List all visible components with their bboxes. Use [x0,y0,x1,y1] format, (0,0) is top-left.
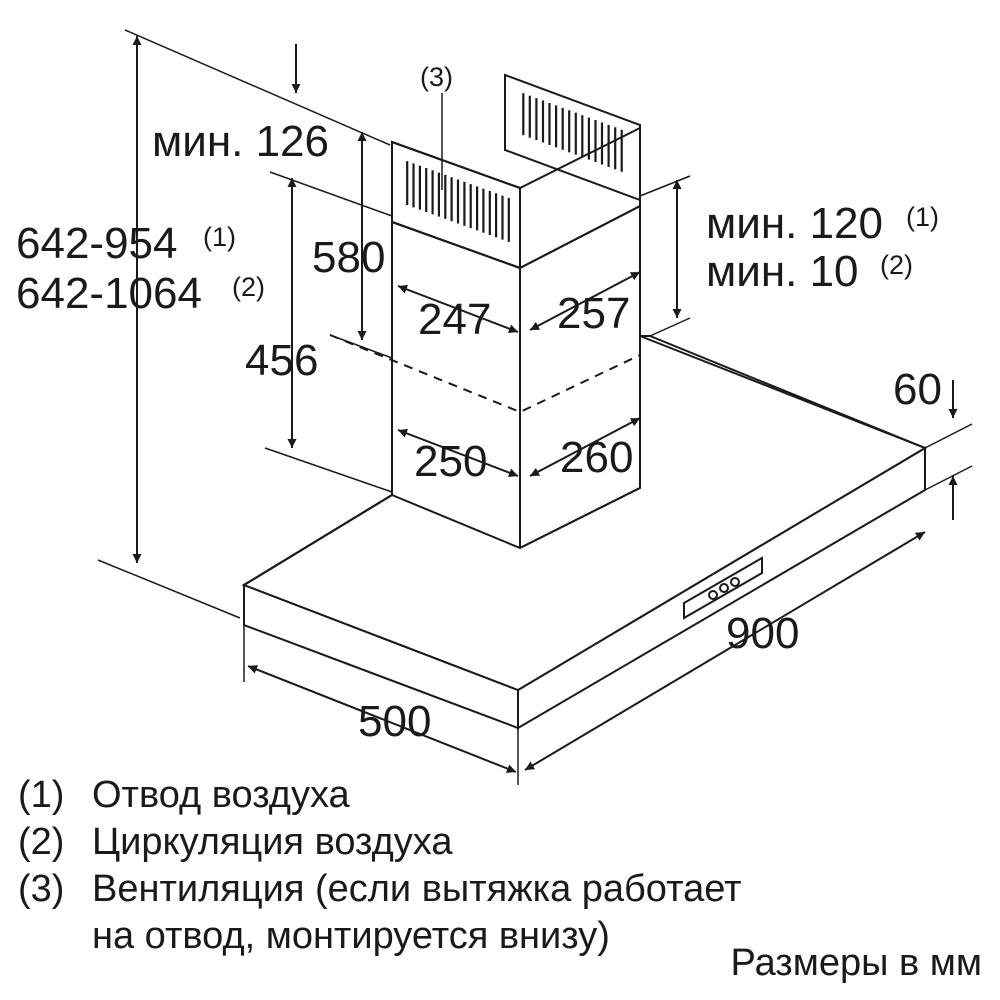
label-height-range-2: 642-1064 [16,269,202,318]
legend-num-1: (1) [18,774,65,816]
legend-item-1: (1) Отвод воздуха [18,772,978,819]
label-min-120-ref: (1) [906,202,939,232]
label-257: 257 [557,289,630,338]
units-note: Размеры в мм [730,942,982,984]
legend-num-3: (3) [18,868,65,910]
legend: (1) Отвод воздуха (2) Циркуляция воздуха… [18,772,978,960]
label-580: 580 [312,233,385,282]
label-min-10-ref: (2) [880,250,913,280]
dimension-labels: мин. 126 580 456 642-954 (1) 642-1064 (2… [16,62,942,746]
label-500: 500 [358,697,431,746]
legend-item-3: (3) Вентиляция (если вытяжка работает на… [18,866,978,960]
label-min-10: мин. 10 [706,247,859,296]
label-ref-3: (3) [420,62,453,92]
label-250: 250 [414,437,487,486]
dimension-arrows [132,36,958,773]
label-900: 900 [726,609,799,658]
legend-text-3: Вентиляция (если вытяжка работает на отв… [92,868,742,957]
label-456: 456 [245,336,318,385]
label-260: 260 [560,433,633,482]
label-height-ref-2: (2) [232,272,265,302]
label-min-120: мин. 120 [706,199,883,248]
label-60: 60 [893,365,942,414]
label-247: 247 [418,295,491,344]
label-min-126: мин. 126 [152,117,329,166]
legend-text-1: Отвод воздуха [92,774,350,816]
label-height-ref-1: (1) [203,222,236,252]
label-height-range-1: 642-954 [16,219,177,268]
legend-num-2: (2) [18,821,65,863]
legend-item-2: (2) Циркуляция воздуха [18,819,978,866]
legend-text-2: Циркуляция воздуха [92,821,453,863]
